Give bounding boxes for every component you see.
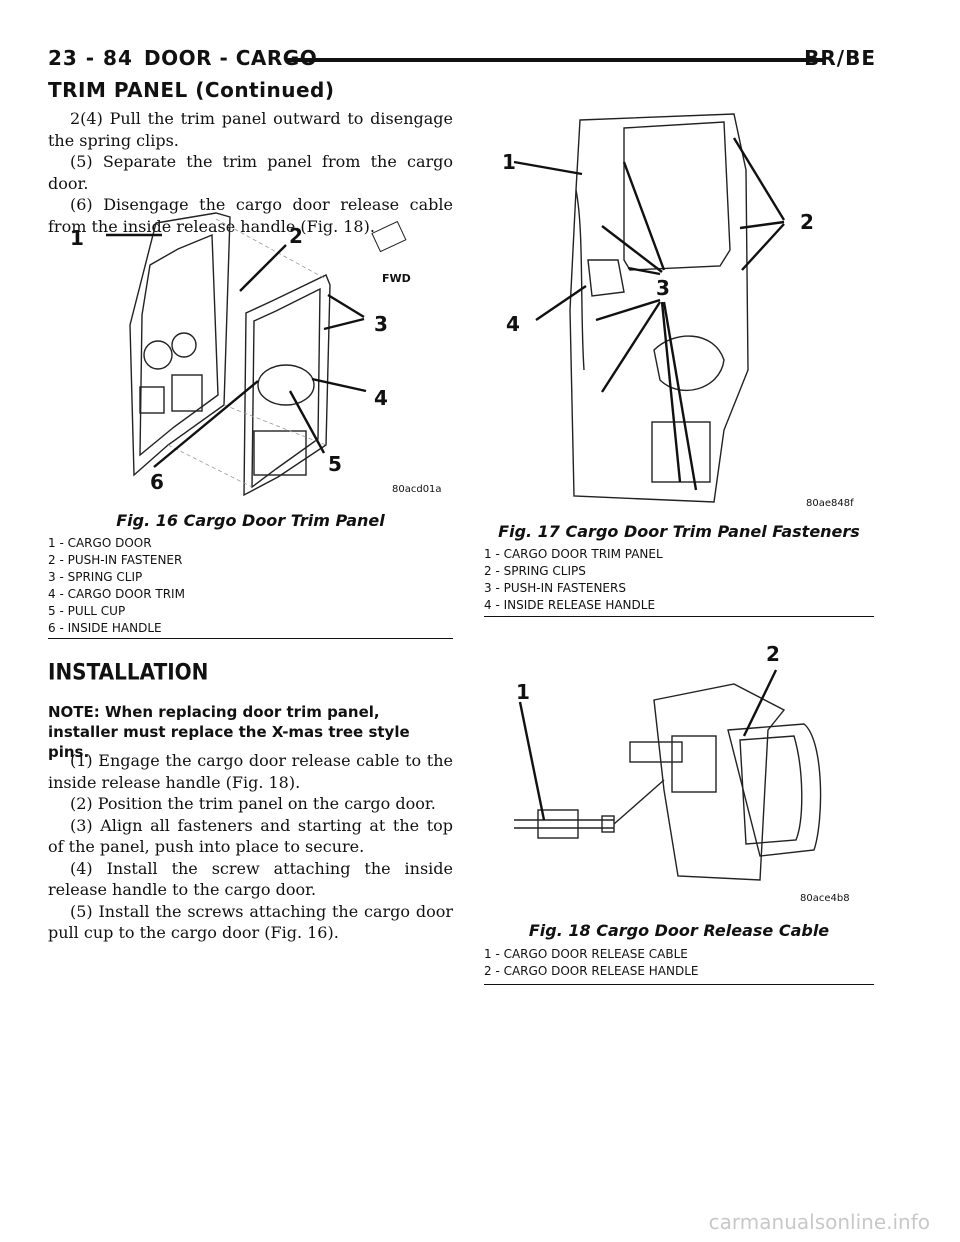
fwd-label: FWD	[382, 272, 411, 285]
legend-item: 5 - PULL CUP	[48, 604, 126, 618]
fig17-caption: Fig. 17 Cargo Door Trim Panel Fasteners	[498, 522, 860, 541]
step-text: (2) Position the trim panel on the cargo…	[70, 794, 436, 813]
legend-item: 1 - CARGO DOOR TRIM PANEL	[484, 547, 663, 561]
fig17-callout: 3	[656, 276, 670, 300]
legend-item: 3 - SPRING CLIP	[48, 570, 143, 584]
fig16-code: 80acd01a	[392, 484, 442, 495]
legend-item: 3 - PUSH-IN FASTENERS	[484, 581, 626, 595]
fig18-caption: Fig. 18 Cargo Door Release Cable	[528, 921, 830, 940]
step-text: (3) Align all fasteners and starting at …	[48, 815, 453, 857]
fig16-legend: 1 - CARGO DOOR 2 - PUSH-IN FASTENER 3 - …	[48, 535, 185, 637]
fig17-callout: 2	[800, 210, 814, 234]
fig16-callout: 5	[328, 452, 342, 476]
fig16-callout: 1	[70, 226, 84, 250]
installation-steps: (1) Engage the cargo door release cable …	[48, 750, 453, 944]
legend-item: 1 - CARGO DOOR	[48, 536, 152, 550]
continued-heading: TRIM PANEL (Continued)	[48, 78, 335, 102]
legend-item: 1 - CARGO DOOR RELEASE CABLE	[484, 947, 688, 961]
page-number: 23 - 84	[48, 46, 133, 70]
fig17-legend: 1 - CARGO DOOR TRIM PANEL 2 - SPRING CLI…	[484, 546, 663, 614]
fig16-callout: 2	[289, 224, 303, 248]
watermark: carmanualsonline.info	[708, 1210, 930, 1234]
fig17-illustration	[513, 113, 786, 503]
legend-item: 4 - CARGO DOOR TRIM	[48, 587, 185, 601]
fig16-callout: 3	[374, 312, 388, 336]
fig18-code: 80ace4b8	[800, 893, 850, 904]
fig16-illustration	[106, 212, 407, 497]
fig17-callout: 1	[502, 150, 516, 174]
fig17-code: 80ae848f	[806, 498, 854, 509]
fig18-legend-rule	[484, 984, 874, 985]
step-text: (5) Separate the trim panel from the car…	[48, 152, 453, 193]
page-header: 23 - 84 DOOR - CARGO BR/BE	[48, 44, 876, 74]
fig18-legend: 1 - CARGO DOOR RELEASE CABLE 2 - CARGO D…	[484, 946, 699, 980]
fig17-legend-rule	[484, 616, 874, 617]
fig18-illustration	[514, 669, 822, 881]
step-text: 2(4) Pull the trim panel outward to dise…	[48, 109, 453, 150]
fig18-callout: 1	[516, 680, 530, 704]
legend-item: 2 - PUSH-IN FASTENER	[48, 553, 183, 567]
step-text: (4) Install the screw attaching the insi…	[48, 858, 453, 900]
installation-note: NOTE: When replacing door trim panel, in…	[48, 703, 410, 761]
fig18-callout: 2	[766, 642, 780, 666]
model-code: BR/BE	[804, 46, 876, 70]
step-text: (1) Engage the cargo door release cable …	[48, 751, 453, 792]
installation-heading: INSTALLATION	[48, 658, 209, 686]
fig16-caption: Fig. 16 Cargo Door Trim Panel	[116, 511, 385, 530]
removal-steps: 2(4) Pull the trim panel outward to dise…	[48, 108, 453, 237]
step-text: (6) Disengage the cargo door release cab…	[48, 195, 453, 236]
fig16-callout: 4	[374, 386, 388, 410]
fig16-callout: 6	[150, 470, 164, 494]
legend-item: 4 - INSIDE RELEASE HANDLE	[484, 598, 656, 612]
step-text: (5) Install the screws attaching the car…	[48, 901, 453, 943]
fig16-legend-rule	[48, 638, 453, 639]
legend-item: 6 - INSIDE HANDLE	[48, 621, 162, 635]
header-rule	[286, 58, 824, 62]
legend-item: 2 - CARGO DOOR RELEASE HANDLE	[484, 964, 699, 978]
legend-item: 2 - SPRING CLIPS	[484, 564, 586, 578]
fig17-callout: 4	[506, 312, 520, 336]
